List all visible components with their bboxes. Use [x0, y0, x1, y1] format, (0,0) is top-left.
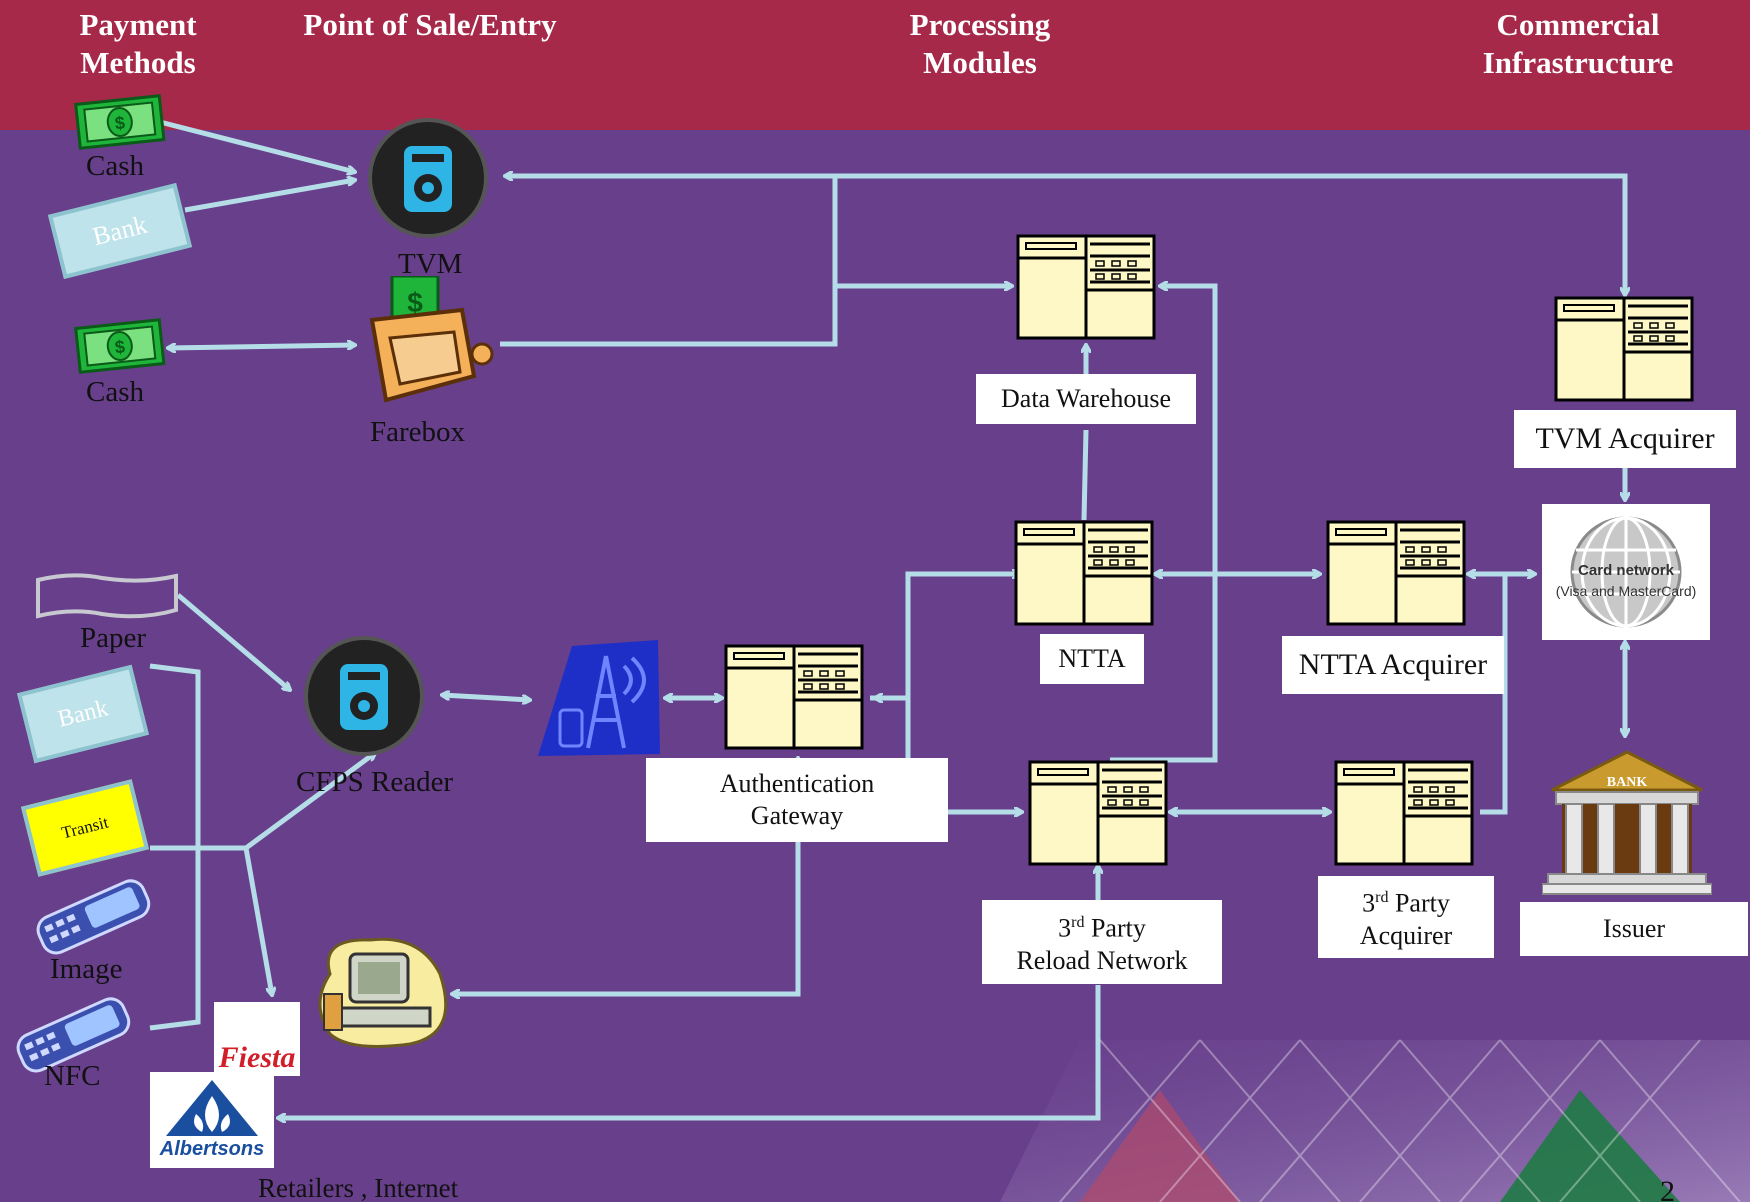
phone-image-icon — [36, 879, 151, 955]
tvm-icon — [368, 118, 488, 238]
wireless-tower-icon — [538, 640, 660, 756]
svg-text:$: $ — [114, 113, 126, 134]
fiesta-logo-text: Fiesta — [218, 1041, 296, 1074]
reload-num: 3 — [1058, 913, 1072, 943]
header-processing-modules: Processing Modules — [880, 6, 1080, 82]
ntta-server-icon — [1014, 520, 1154, 626]
header-commercial-line1: Commercial — [1496, 7, 1660, 42]
auth-gateway-line1: Authentication — [719, 769, 875, 798]
cfps-reader-label: CFPS Reader — [296, 766, 454, 798]
third-party-acquirer-server-icon — [1334, 760, 1474, 866]
albertsons-logo-mark — [166, 1080, 258, 1136]
reload-sup: rd — [1071, 914, 1085, 932]
ntta-acquirer-label: NTTA Acquirer — [1282, 636, 1504, 694]
acq-rest: Party — [1388, 888, 1450, 918]
header-band — [0, 0, 1750, 130]
header-commercial-infrastructure: Commercial Infrastructure — [1460, 6, 1696, 82]
ntta-acquirer-server-icon — [1326, 520, 1466, 626]
header-processing-line2: Modules — [923, 45, 1037, 80]
farebox-icon: $ — [369, 276, 494, 403]
albertsons-logo: Albertsons — [150, 1072, 274, 1168]
paper-label: Paper — [80, 622, 147, 654]
reload-rest: Party — [1084, 913, 1146, 943]
svg-text:$: $ — [407, 287, 423, 318]
data-warehouse-label: Data Warehouse — [976, 374, 1196, 424]
header-commercial-line2: Infrastructure — [1482, 45, 1674, 80]
third-party-reload-label: 3rd Party Reload Network — [982, 900, 1222, 984]
card-network-title: Card network — [1578, 562, 1674, 579]
nfc-label: NFC — [44, 1060, 101, 1092]
bank-sign-text: BANK — [1607, 775, 1648, 790]
transit-card-label: Transit — [59, 812, 111, 843]
page-number: 2 — [1660, 1175, 1675, 1202]
cash-money-icon-2: $ — [74, 318, 166, 374]
cfps-reader-icon — [304, 636, 424, 756]
cash-money-icon: $ — [74, 94, 166, 150]
header-point-of-sale: Point of Sale/Entry — [303, 7, 557, 42]
third-party-acquirer-line1: 3rd Party — [1362, 882, 1450, 920]
image-label: Image — [50, 953, 123, 985]
tvm-acquirer-server-icon — [1554, 296, 1694, 402]
tvm-label: TVM — [398, 248, 463, 280]
cash-top-label: Cash — [86, 150, 144, 182]
phone-nfc-icon — [16, 997, 131, 1073]
third-party-reload-line2: Reload Network — [1016, 945, 1188, 975]
gateway-server-icon — [724, 644, 864, 750]
retailers-internet-label: Retailers , Internet — [258, 1173, 459, 1202]
svg-text:$: $ — [114, 337, 126, 358]
cash-bottom-label: Cash — [86, 376, 144, 408]
computer-icon — [318, 937, 448, 1048]
fiesta-logo: Fiesta — [214, 1002, 300, 1076]
data-warehouse-server-icon — [1016, 234, 1156, 340]
third-party-reload-line1: 3rd Party — [1058, 907, 1146, 945]
auth-gateway-line2: Gateway — [750, 801, 844, 830]
reload-network-server-icon — [1028, 760, 1168, 866]
card-network: Card network (Visa and MasterCard) — [1542, 504, 1710, 640]
globe-icon — [1570, 516, 1682, 628]
third-party-acquirer-line2: Acquirer — [1359, 920, 1453, 950]
ntta-label: NTTA — [1040, 634, 1144, 684]
header-payment-methods: Payment Methods — [68, 6, 208, 82]
acq-sup: rd — [1375, 889, 1389, 907]
albertsons-logo-text: Albertsons — [159, 1138, 265, 1160]
header-payment-methods-line2: Methods — [80, 45, 196, 80]
farebox-label: Farebox — [370, 416, 466, 448]
bank-building-icon: BANK — [1542, 750, 1712, 895]
bank-card-top-label: Bank — [89, 209, 151, 252]
acq-num: 3 — [1362, 888, 1376, 918]
paper-ticket-icon — [36, 573, 178, 619]
auth-gateway-label: Authentication Gateway — [646, 758, 948, 842]
bank-card-bottom-label: Bank — [55, 694, 111, 733]
header-processing-line1: Processing — [909, 7, 1051, 42]
header-payment-methods-line1: Payment — [79, 7, 197, 42]
card-network-sub: (Visa and MasterCard) — [1555, 583, 1697, 599]
tvm-acquirer-label: TVM Acquirer — [1514, 410, 1736, 468]
third-party-acquirer-label: 3rd Party Acquirer — [1318, 876, 1494, 958]
issuer-label: Issuer — [1520, 902, 1748, 956]
